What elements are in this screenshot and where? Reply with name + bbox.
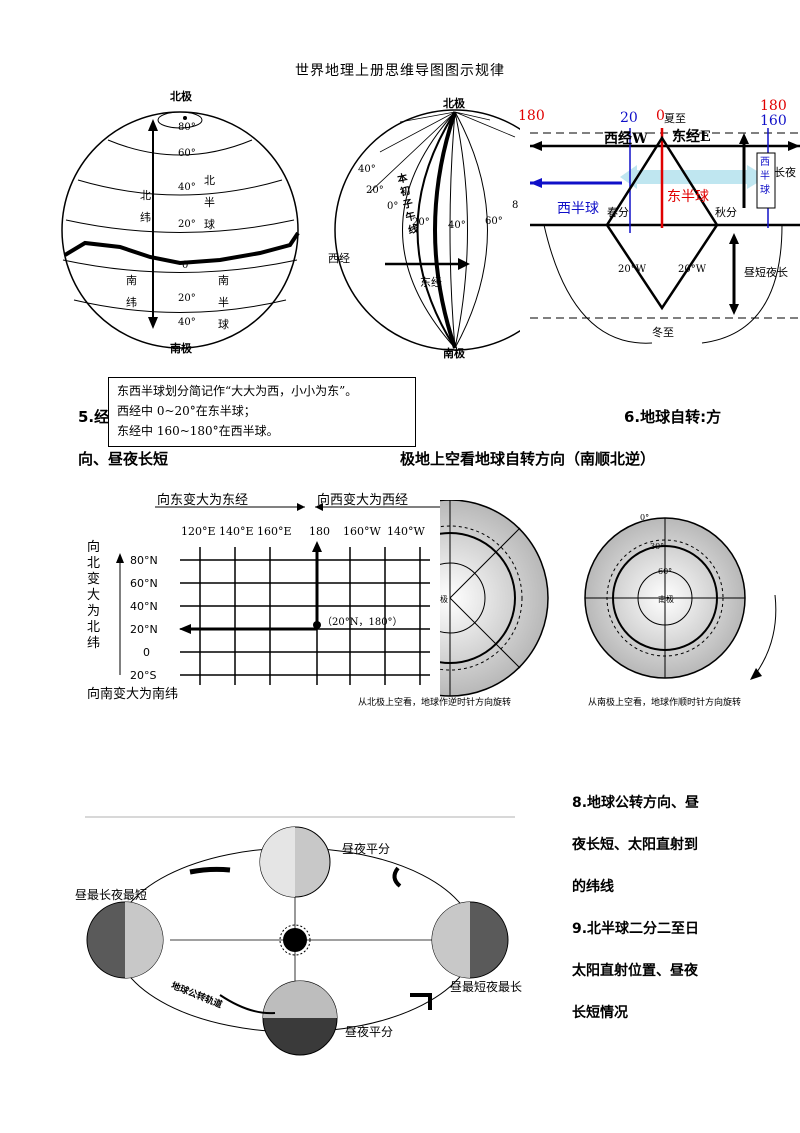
south-pole-label-2: 南极 — [443, 347, 465, 360]
north-latitude-label: 北纬 — [140, 189, 151, 224]
north-pole-label-2: 北极 — [443, 97, 465, 110]
east-longitude-e: 东经E — [672, 129, 711, 145]
south-pole-label: 南极 — [170, 342, 192, 355]
north-pole-caption: 从北极上空看，地球作逆时针方向旋转 — [358, 698, 512, 708]
hemisphere-division-figure: 180 20 0 夏至 160 180 西经W 东经E 西半球 东半球 春分 秋… — [512, 98, 800, 350]
short-day-long-night-label: 昼短夜长 — [744, 266, 788, 279]
shortest-day-label: 昼最短夜最长 — [450, 980, 523, 994]
lon-e20: 20° — [412, 217, 430, 228]
longitude-globe-figure: 北极 南极 40° 20° 0° 20° 40° 60° 8 本初子午线 西经 … — [320, 92, 576, 362]
hemisphere-mnemonic-note: 东西半球划分简记作“大大为西，小小为东”。 西经中 0~20°在东半球； 东经中… — [108, 377, 416, 447]
latitude-globe-figure: 北极 南极 80° 60° 40° 20° 0° 20° 40° 北纬 北半球 … — [60, 85, 310, 360]
heading-6-line2-right: 极地上空看地球自转方向（南顺北逆） — [400, 450, 656, 468]
vertical-west-hemisphere: 西半球 — [760, 157, 770, 196]
lat-0: 0° — [182, 260, 194, 271]
heading-5: 5.经 — [78, 408, 110, 426]
note-line-2: 西经中 0~20°在东半球； — [117, 404, 256, 418]
south-bigger-label: 向南变大为南纬 — [87, 687, 179, 702]
heading-6-line2-left: 向、昼夜长短 — [78, 450, 169, 468]
latlon-grid-drawing — [116, 503, 445, 685]
side-line-3: 的纬线 — [572, 879, 614, 895]
tick-140w: 140°W — [387, 525, 425, 538]
lon-w20: 20° — [366, 185, 384, 196]
heading-6: 6.地球自转:方 — [624, 408, 722, 426]
lon-180-right: 180 — [760, 98, 787, 114]
note-line-3: 东经中 160~180°在西半球。 — [117, 424, 279, 438]
west-longitude-label: 西经 — [328, 252, 350, 265]
longest-day-label: 昼最长夜最短 — [75, 888, 148, 902]
lon-e40: 40° — [448, 220, 466, 231]
tick-140e: 140°E — [219, 525, 254, 538]
east-longitude-label: 东经 — [420, 276, 442, 289]
south-30-label: 30° — [650, 542, 665, 551]
lat-60n: 60° — [178, 148, 196, 159]
north-bigger-label: 向北变大为北纬 — [87, 540, 101, 651]
north-hemisphere-label: 北半球 — [204, 174, 215, 231]
south-0-label: 0° — [640, 513, 650, 522]
north-pole-drawing — [440, 500, 549, 697]
north-pole-center: 北极 — [440, 595, 448, 604]
page-title: 世界地理上册思维导图图示规律 — [295, 63, 505, 79]
tick-160e: 160°E — [257, 525, 292, 538]
lon-w40: 40° — [358, 164, 376, 175]
west-bigger-label: 向西变大为西经 — [317, 493, 409, 508]
lat-20n: 20° — [178, 219, 196, 230]
north-pole-label: 北极 — [170, 90, 192, 103]
lat-20s: 20° — [178, 293, 196, 304]
tick-180: 180 — [309, 525, 330, 538]
tick-120e: 120°E — [181, 525, 216, 538]
south-pole-center: 南极 — [658, 595, 674, 604]
note-line-1: 东西半球划分简记作“大大为西，小小为东”。 — [117, 384, 358, 398]
tick-20n: 20°N — [130, 623, 158, 636]
spring-equinox-label: 春分 — [607, 206, 629, 219]
south-60-label: 60° — [658, 567, 673, 576]
west-hemisphere-label: 西半球 — [557, 201, 599, 217]
tick-40n: 40°N — [130, 600, 158, 613]
lat-80n: 80° — [178, 122, 196, 133]
side-notes: 8.地球公转方向、昼 夜长短、太阳直射到 的纬线 9.北半球二分二至日 太阳直射… — [572, 782, 792, 1034]
lon-20w-b: 20°W — [678, 264, 707, 275]
lon-0: 0° — [387, 201, 399, 212]
tick-160w: 160°W — [343, 525, 381, 538]
west-longitude-w: 西经W — [604, 131, 648, 147]
lon-160: 160 — [760, 113, 787, 129]
autumn-equinox-label: 秋分 — [715, 206, 737, 219]
orbit-drawing — [85, 816, 515, 1056]
side-line-2: 夜长短、太阳直射到 — [572, 837, 698, 853]
lon-180-left: 180 — [518, 108, 545, 124]
long-night-label: 长夜 — [774, 166, 796, 179]
south-pole-caption: 从南极上空看，地球作顺时针方向旋转 — [588, 698, 742, 708]
orbit-figure: 昼夜平分 昼最长夜最短 昼最短夜最长 昼夜平分 地球公转轨道 — [70, 810, 570, 1060]
north-pole-rotation-figure: 北极 — [440, 500, 580, 710]
tick-20s: 20°S — [130, 669, 157, 682]
lon-e8: 8 — [512, 200, 519, 211]
lon-e60: 60° — [485, 216, 503, 227]
lon-20: 20 — [620, 110, 638, 126]
side-line-5: 太阳直射位置、昼夜 — [572, 963, 698, 979]
lon-0-red: 0 — [656, 108, 665, 124]
east-bigger-label: 向东变大为东经 — [157, 493, 249, 508]
equinox-bottom-label: 昼夜平分 — [345, 1025, 394, 1039]
side-line-6: 长短情况 — [572, 1005, 628, 1021]
winter-solstice-label: 冬至 — [652, 326, 674, 339]
tick-0: 0 — [143, 646, 150, 659]
tick-60n: 60°N — [130, 577, 158, 590]
side-line-1: 8.地球公转方向、昼 — [572, 795, 700, 811]
east-hemisphere-label: 东半球 — [667, 189, 709, 205]
lat-40n: 40° — [178, 182, 196, 193]
side-line-4: 9.北半球二分二至日 — [572, 921, 700, 937]
summer-solstice-label: 夏至 — [664, 112, 686, 125]
south-latitude-label: 南纬 — [126, 274, 137, 309]
south-pole-drawing — [584, 517, 777, 680]
equinox-top-label: 昼夜平分 — [342, 842, 391, 856]
tick-80n: 80°N — [130, 554, 158, 567]
south-hemisphere-label: 南半球 — [218, 274, 229, 331]
lon-20w-a: 20°W — [618, 264, 647, 275]
south-pole-rotation-figure: 0° 30° 60° 南极 — [580, 500, 800, 710]
point-label: （20°N，180°） — [322, 617, 403, 628]
latlon-grid-figure: 向东变大为东经 向西变大为西经 120°E 140°E 160°E 180 16… — [85, 485, 445, 705]
latitude-globe-drawing — [61, 111, 300, 349]
lat-40s: 40° — [178, 317, 196, 328]
hemisphere-drawing — [530, 128, 800, 344]
